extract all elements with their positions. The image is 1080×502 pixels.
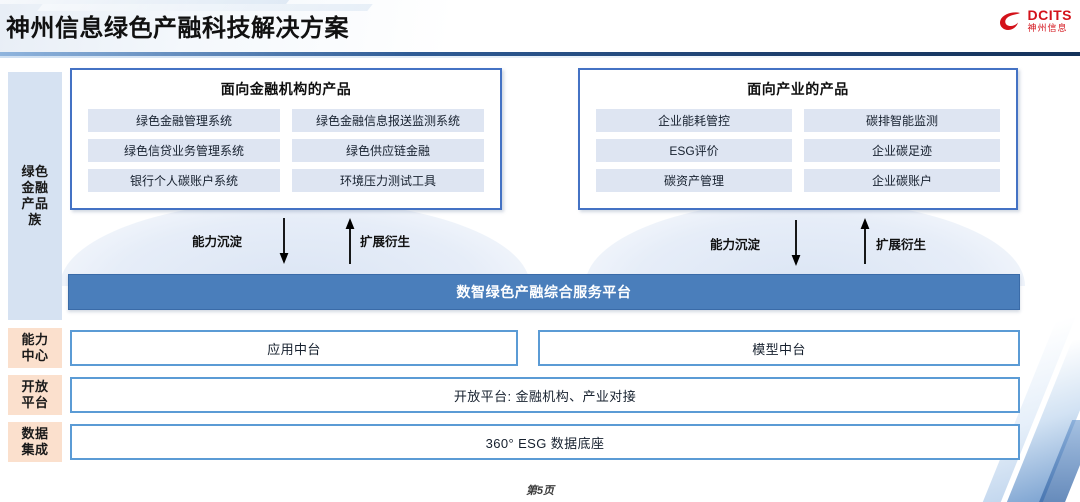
product-chip[interactable]: 企业碳账户 [804,169,1000,192]
arrow-down-left-icon [279,218,289,264]
product-chip[interactable]: 银行个人碳账户系统 [88,169,280,192]
sidebar-item-green-finance-products: 绿色 金融 产品 族 [8,72,62,320]
flow-label-capability-precipitation-left: 能力沉淀 [192,235,243,249]
layer-box-data-foundation[interactable]: 360° ESG 数据底座 [70,424,1020,460]
arrow-down-right-icon [791,220,801,266]
sidebar-label-text: 绿色 金融 产品 族 [21,163,49,228]
product-chip[interactable]: 碳资产管理 [596,169,792,192]
sidebar-item-capability-center: 能力 中心 [8,328,62,368]
panel-title: 面向产业的产品 [747,81,849,97]
product-chip[interactable]: 绿色信贷业务管理系统 [88,139,280,162]
layer-box-application-midplatform[interactable]: 应用中台 [70,330,518,366]
product-chip[interactable]: 企业能耗管控 [596,109,792,132]
product-chip[interactable]: 环境压力测试工具 [292,169,484,192]
logo-text-en: DCITS [1027,7,1072,23]
layer-box-model-midplatform[interactable]: 模型中台 [538,330,1020,366]
flow-label-expansion-derivation-right: 扩展衍生 [876,238,927,252]
flow-label-expansion-derivation-left: 扩展衍生 [360,235,411,249]
product-chip[interactable]: ESG评价 [596,139,792,162]
panel-industry-products: 面向产业的产品 企业能耗管控 碳排智能监测 ESG评价 企业碳足迹 碳资产管理 … [578,68,1018,210]
header-divider-rule [0,52,1080,56]
logo-text-cn: 神州信息 [1027,23,1068,33]
sidebar-label-text: 能力 中心 [21,331,49,363]
sidebar-item-open-platform: 开放 平台 [8,375,62,415]
sidebar-label-text: 数据 集成 [21,425,49,457]
swoosh-icon [999,11,1020,30]
sidebar-item-data-integration: 数据 集成 [8,422,62,462]
product-chip[interactable]: 碳排智能监测 [804,109,1000,132]
product-chip[interactable]: 企业碳足迹 [804,139,1000,162]
panel-product-grid: 绿色金融管理系统 绿色金融信息报送监测系统 绿色信贷业务管理系统 绿色供应链金融… [72,99,500,192]
flow-label-capability-precipitation-right: 能力沉淀 [710,238,761,252]
panel-product-grid: 企业能耗管控 碳排智能监测 ESG评价 企业碳足迹 碳资产管理 企业碳账户 [580,99,1016,192]
platform-bar[interactable]: 数智绿色产融综合服务平台 [68,274,1020,310]
logo-text-block: DCITS 神州信息 [1028,8,1073,33]
panel-title: 面向金融机构的产品 [220,81,352,97]
product-chip[interactable]: 绿色金融管理系统 [88,109,280,132]
slide-header [0,0,1080,56]
header-streak-2 [0,0,294,4]
header-divider-rule-light [0,56,1080,58]
company-logo: DCITS 神州信息 [998,8,1073,33]
panel-financial-institution-products: 面向金融机构的产品 绿色金融管理系统 绿色金融信息报送监测系统 绿色信贷业务管理… [70,68,502,210]
sidebar-label-text: 开放 平台 [21,378,49,410]
product-chip[interactable]: 绿色供应链金融 [292,139,484,162]
arrow-up-left-icon [345,218,355,264]
page-title: 神州信息绿色产融科技解决方案 [6,15,349,42]
page-number: 第5页 [525,485,555,497]
layer-box-open-platform[interactable]: 开放平台: 金融机构、产业对接 [70,377,1020,413]
product-chip[interactable]: 绿色金融信息报送监测系统 [292,109,484,132]
arrow-up-right-icon [860,218,870,264]
